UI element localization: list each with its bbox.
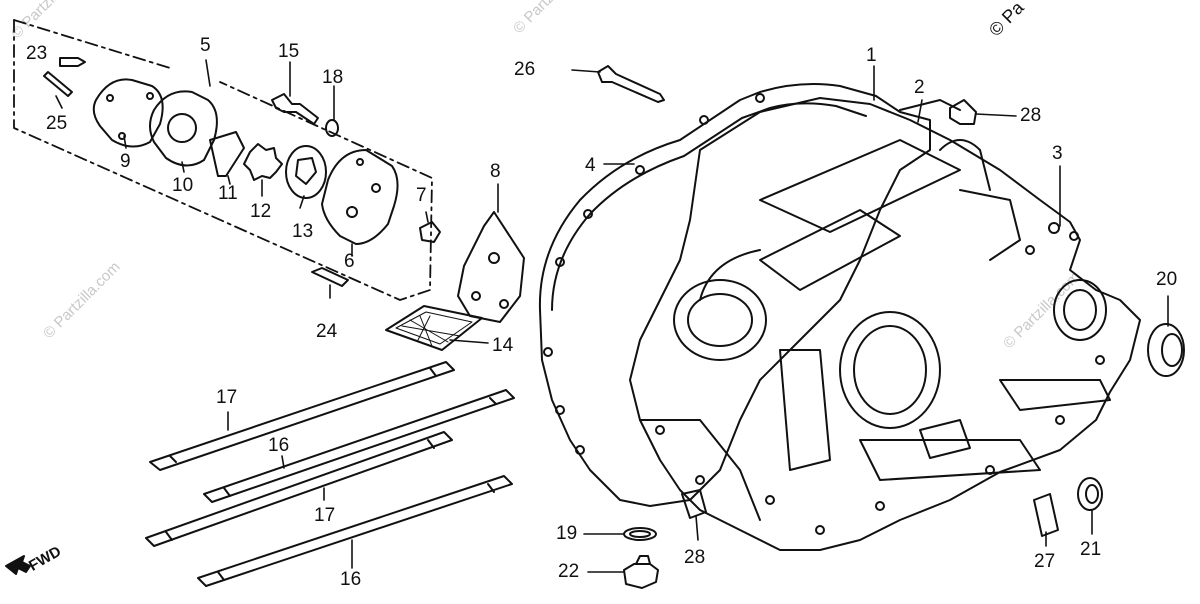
callout-22[interactable]: 22: [558, 561, 580, 582]
pin-25: [43, 71, 73, 97]
plate-8: [457, 211, 525, 323]
callout-17-lower[interactable]: 17: [314, 505, 336, 526]
callout-19[interactable]: 19: [556, 523, 578, 544]
seal-21: [1077, 477, 1103, 511]
callout-27[interactable]: 27: [1034, 551, 1056, 572]
callout-13[interactable]: 13: [292, 221, 314, 242]
stud-16-lower: [197, 475, 513, 587]
oil-pump-group-frame: [13, 19, 433, 301]
dowel-28-bottom: [681, 489, 707, 519]
callout-17-upper[interactable]: 17: [216, 387, 238, 408]
callout-14[interactable]: 14: [492, 335, 514, 356]
callout-24[interactable]: 24: [316, 321, 338, 342]
inner-rotor-12: [243, 143, 283, 181]
callout-5[interactable]: 5: [200, 35, 211, 56]
callout-28-bottom[interactable]: 28: [684, 547, 706, 568]
callout-8[interactable]: 8: [490, 161, 501, 182]
callout-leaders-right: [571, 65, 1169, 573]
callout-15[interactable]: 15: [278, 41, 300, 62]
stud-16-upper: [203, 389, 515, 503]
gasket-10: [149, 90, 218, 167]
stud-17-upper: [149, 361, 455, 471]
pin-24: [311, 267, 349, 287]
callout-21[interactable]: 21: [1080, 539, 1102, 560]
pump-body-6: [321, 149, 399, 245]
bolt-15: [271, 93, 319, 125]
dowel-27: [1033, 493, 1059, 537]
callout-16-lower[interactable]: 16: [340, 569, 362, 590]
callout-3[interactable]: 3: [1052, 143, 1063, 164]
pump-cover-9: [92, 78, 164, 148]
bolt-26: [597, 65, 665, 103]
callout-11[interactable]: 11: [218, 183, 238, 204]
callout-1[interactable]: 1: [866, 45, 877, 66]
pin-23: [59, 57, 86, 67]
crankcase-right-1: [629, 97, 1141, 551]
callout-28-top[interactable]: 28: [1020, 105, 1042, 126]
drain-plug-22: [623, 555, 659, 589]
callout-leaders: [55, 59, 499, 569]
callout-16-upper[interactable]: 16: [268, 435, 290, 456]
callout-20[interactable]: 20: [1156, 269, 1178, 290]
callout-6[interactable]: 6: [344, 251, 355, 272]
stud-17-lower: [145, 431, 453, 547]
washer-19: [623, 527, 657, 541]
bolt-7: [419, 221, 441, 243]
oil-strainer-14: [385, 305, 483, 351]
callout-7[interactable]: 7: [416, 185, 427, 206]
dowel-28-top: [949, 99, 977, 125]
crankcase-left-4: [538, 83, 931, 507]
callout-4[interactable]: 4: [585, 155, 596, 176]
callout-10[interactable]: 10: [172, 175, 194, 196]
callout-18[interactable]: 18: [322, 67, 344, 88]
pump-shaft-11: [209, 131, 245, 177]
callout-9[interactable]: 9: [120, 151, 131, 172]
washer-18: [325, 119, 339, 137]
oil-seal-20: [1147, 323, 1185, 377]
outer-rotor-13: [285, 145, 327, 199]
callout-12[interactable]: 12: [250, 201, 272, 222]
callout-25[interactable]: 25: [46, 113, 68, 134]
callout-26[interactable]: 26: [514, 59, 536, 80]
fwd-arrow: [5, 555, 31, 575]
callout-2[interactable]: 2: [914, 77, 925, 98]
callout-23[interactable]: 23: [26, 43, 48, 64]
